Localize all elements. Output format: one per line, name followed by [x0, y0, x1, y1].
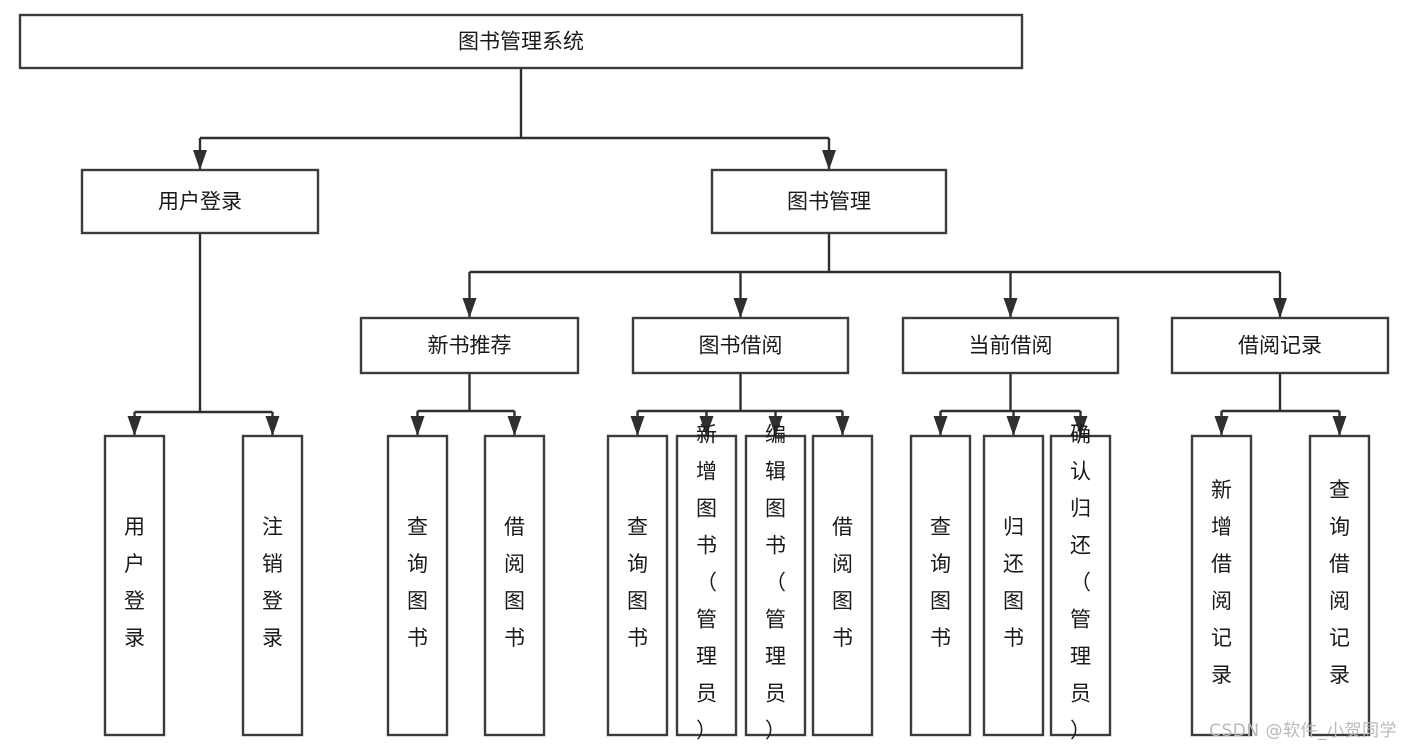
node-label-l-query-book-1: 查询图书	[407, 515, 428, 650]
edge-group-n-new-book-rec	[410, 373, 522, 436]
node-l-confirm-return[interactable]: 确认归还（管理员）	[1049, 423, 1112, 743]
node-label-l-edit-book: 编辑图书（管理员）	[765, 423, 786, 743]
node-label-l-borrow-book-1: 借阅图书	[504, 515, 525, 650]
arrow-head-icon	[1073, 416, 1088, 436]
node-n-book-manage[interactable]: 图书管理	[710, 168, 948, 235]
arrow-head-icon	[462, 298, 477, 318]
arrow-head-icon	[733, 298, 748, 318]
node-n-book-borrow[interactable]: 图书借阅	[631, 316, 850, 375]
edge-group-n-book-borrow	[630, 373, 850, 436]
arrow-head-icon	[1003, 298, 1018, 318]
node-l-query-book-2[interactable]: 查询图书	[606, 434, 669, 737]
node-box-n-book-manage	[710, 168, 948, 235]
edge-group-n-book-manage	[462, 233, 1287, 318]
arrow-head-icon	[127, 416, 142, 436]
arrow-head-icon	[1214, 416, 1229, 436]
node-l-logout[interactable]: 注销登录	[241, 434, 304, 737]
node-box-l-query-record	[1308, 434, 1371, 737]
node-l-query-record[interactable]: 查询借阅记录	[1308, 434, 1371, 737]
node-label-l-query-record: 查询借阅记录	[1329, 478, 1350, 687]
arrow-head-icon	[1006, 416, 1021, 436]
arrow-head-icon	[193, 150, 207, 170]
arrow-head-icon	[630, 416, 645, 436]
node-label-l-confirm-return: 确认归还（管理员）	[1070, 423, 1091, 743]
node-label-n-user-login: 用户登录	[158, 190, 242, 214]
arrow-head-icon	[822, 150, 836, 170]
node-n-new-book-rec[interactable]: 新书推荐	[359, 316, 580, 375]
node-box-l-borrow-book-2	[811, 434, 874, 737]
node-label-l-query-book-3: 查询图书	[930, 515, 951, 650]
node-l-edit-book[interactable]: 编辑图书（管理员）	[744, 423, 807, 743]
node-label-l-logout: 注销登录	[262, 515, 283, 650]
edge-group-n-current-borrow	[933, 373, 1088, 436]
node-l-query-book-3[interactable]: 查询图书	[909, 434, 972, 737]
node-label-n-book-borrow: 图书借阅	[699, 334, 783, 358]
arrow-head-icon	[1332, 416, 1347, 436]
node-n-current-borrow[interactable]: 当前借阅	[901, 316, 1120, 375]
node-label-l-user-login: 用户登录	[124, 515, 145, 650]
edge-group-n-user-login	[127, 233, 280, 436]
node-label-l-query-book-2: 查询图书	[627, 515, 648, 650]
node-box-l-add-book	[675, 434, 738, 737]
node-label-n-new-book-rec: 新书推荐	[428, 334, 512, 358]
node-root[interactable]: 图书管理系统	[18, 13, 1024, 70]
node-label-l-return-book: 归还图书	[1003, 515, 1024, 650]
arrow-head-icon	[835, 416, 850, 436]
node-box-n-current-borrow	[901, 316, 1120, 375]
node-box-l-borrow-book-1	[483, 434, 546, 737]
node-l-borrow-book-2[interactable]: 借阅图书	[811, 434, 874, 737]
arrow-head-icon	[507, 416, 522, 436]
arrow-head-icon	[933, 416, 948, 436]
node-box-l-confirm-return	[1049, 434, 1112, 737]
node-box-l-edit-book	[744, 434, 807, 737]
node-box-root	[18, 13, 1024, 70]
arrow-head-icon	[1273, 298, 1287, 318]
node-box-l-query-book-2	[606, 434, 669, 737]
arrow-head-icon	[410, 416, 425, 436]
node-box-l-user-login	[103, 434, 166, 737]
node-box-n-new-book-rec	[359, 316, 580, 375]
node-box-l-return-book	[982, 434, 1045, 737]
node-l-add-record[interactable]: 新增借阅记录	[1190, 434, 1253, 737]
arrow-head-icon	[768, 416, 783, 436]
node-box-l-query-book-1	[386, 434, 449, 737]
connector-layer	[127, 68, 1347, 436]
node-box-n-user-login	[80, 168, 320, 235]
node-label-l-add-book: 新增图书（管理员）	[696, 423, 717, 743]
node-label-l-borrow-book-2: 借阅图书	[832, 515, 853, 650]
arrow-head-icon	[699, 416, 714, 436]
node-l-return-book[interactable]: 归还图书	[982, 434, 1045, 737]
node-l-add-book[interactable]: 新增图书（管理员）	[675, 423, 738, 743]
node-n-user-login[interactable]: 用户登录	[80, 168, 320, 235]
edge-group-root	[193, 68, 836, 170]
node-box-l-query-book-3	[909, 434, 972, 737]
node-label-n-borrow-record: 借阅记录	[1238, 334, 1322, 358]
node-label-n-current-borrow: 当前借阅	[969, 334, 1053, 358]
node-label-n-book-manage: 图书管理	[787, 190, 871, 214]
edge-group-n-borrow-record	[1214, 373, 1347, 436]
node-l-user-login[interactable]: 用户登录	[103, 434, 166, 737]
node-l-borrow-book-1[interactable]: 借阅图书	[483, 434, 546, 737]
node-label-l-add-record: 新增借阅记录	[1211, 478, 1232, 687]
node-layer: 图书管理系统用户登录图书管理新书推荐图书借阅当前借阅借阅记录用户登录注销登录查询…	[18, 13, 1390, 743]
node-box-l-add-record	[1190, 434, 1253, 737]
node-box-l-logout	[241, 434, 304, 737]
node-n-borrow-record[interactable]: 借阅记录	[1170, 316, 1390, 375]
node-l-query-book-1[interactable]: 查询图书	[386, 434, 449, 737]
node-label-root: 图书管理系统	[458, 30, 584, 54]
arrow-head-icon	[265, 416, 280, 436]
node-box-n-book-borrow	[631, 316, 850, 375]
node-box-n-borrow-record	[1170, 316, 1390, 375]
